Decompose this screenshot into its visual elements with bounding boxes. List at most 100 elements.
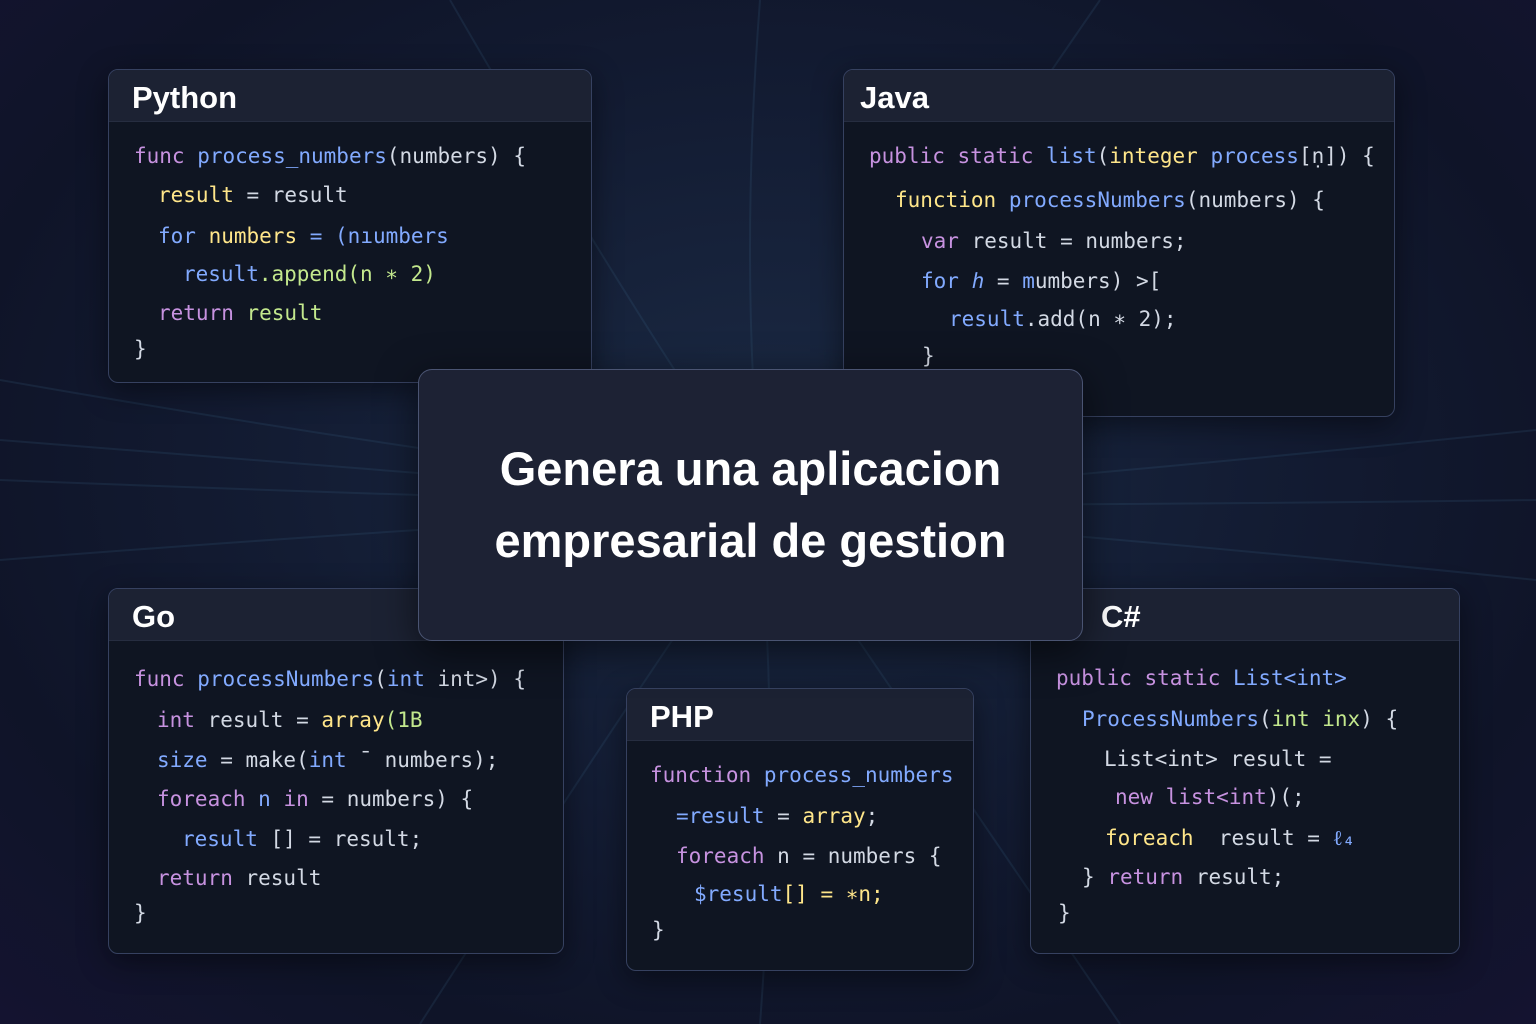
code-line: =result = array; [676, 804, 878, 828]
code-line: int result = array(1B [157, 708, 423, 732]
code-line: foreach n in = numbers) { [157, 787, 473, 811]
code-token: foreach [676, 844, 765, 868]
code-token: n = numbers { [764, 844, 942, 868]
code-line: result [] = result; [182, 827, 422, 851]
code-token: (numbers) { [1185, 188, 1325, 212]
csharp-code-card: C# public static List<int> ProcessNumber… [1030, 588, 1460, 954]
code-token: process [1210, 144, 1299, 168]
headline-line-1: Genera una aplicacion [499, 442, 1002, 495]
code-line: return result [157, 866, 321, 890]
code-token: = make( [207, 748, 309, 772]
code-token: list [1165, 785, 1217, 809]
code-token: return [158, 301, 234, 325]
php-code-card: PHP function process_numbers =result = a… [626, 688, 974, 971]
code-token: } [134, 901, 147, 925]
code-token [1033, 144, 1046, 168]
code-token: result [182, 827, 258, 851]
code-token: int [157, 708, 195, 732]
code-line: } [134, 901, 147, 925]
code-token: int [386, 667, 425, 691]
php-card-title: PHP [627, 689, 973, 741]
code-token: ℎ [971, 269, 985, 293]
code-token: (1B [384, 708, 423, 732]
code-token: result = numbers; [958, 229, 1187, 253]
code-token: m [1022, 269, 1035, 293]
headline-line-2: empresarial de gestion [494, 514, 1007, 567]
code-line: } [922, 344, 935, 368]
code-token: integer [1109, 144, 1198, 168]
code-line: public static List<int> [1056, 666, 1347, 690]
code-token: } [922, 344, 935, 368]
code-line: func process_numbers(numbers) { [134, 144, 526, 168]
code-token: <int> [1283, 666, 1347, 690]
code-token: )(; [1266, 785, 1305, 809]
code-line: } return result; [1082, 865, 1284, 889]
code-token: [] = ∗n; [782, 882, 884, 906]
code-token: int [1228, 785, 1267, 809]
code-line: result.add(n ∗ 2); [949, 307, 1177, 331]
code-token [271, 787, 284, 811]
code-token: in [283, 787, 309, 811]
code-token: } [1082, 865, 1095, 889]
headline-card: Genera una aplicacion empresarial de ges… [418, 369, 1083, 641]
code-token [1220, 666, 1233, 690]
code-token: ; [865, 804, 879, 828]
code-line: foreach n = numbers { [676, 844, 942, 868]
code-token: result = [1193, 826, 1333, 850]
code-token: array [802, 804, 866, 828]
code-token: process_numbers [763, 763, 954, 787]
code-line: return result [158, 301, 322, 325]
code-token: result; [1183, 865, 1285, 889]
code-token: int>) { [424, 667, 526, 691]
code-token [751, 763, 764, 787]
code-token: ¯ numbers); [346, 748, 499, 772]
csharp-card-title: C# [1031, 589, 1459, 641]
code-token [1153, 785, 1166, 809]
code-token: return [1107, 865, 1184, 889]
code-token [1198, 144, 1211, 168]
code-token: size [157, 748, 208, 772]
code-line: result = result [158, 183, 348, 207]
java-card-title: Java [844, 70, 1394, 122]
code-token: func [134, 667, 185, 691]
code-token [1095, 865, 1108, 889]
code-line: } [652, 918, 665, 942]
code-line: function process_numbers [650, 763, 953, 787]
code-token: $result [694, 882, 783, 906]
code-token: = numbers) { [308, 787, 474, 811]
code-line: foreach result = ℓ₄ [1105, 826, 1355, 851]
code-token: List [1233, 666, 1284, 690]
code-line: size = make(int ¯ numbers); [157, 748, 498, 772]
code-token: [ṇ]) { [1298, 144, 1375, 168]
code-token: ( [1096, 144, 1110, 168]
code-token: function [650, 763, 752, 787]
code-token [959, 269, 972, 293]
code-token: public static [869, 144, 1034, 168]
code-token: = result [233, 183, 348, 207]
code-token: result [233, 301, 323, 325]
code-token: n [258, 787, 271, 811]
code-token: process_numbers [197, 144, 387, 168]
code-token: } [134, 337, 147, 361]
code-token: .append(n ∗ 2) [258, 262, 436, 286]
code-token [1310, 707, 1323, 731]
code-line: ProcessNumbers(int inx) { [1082, 707, 1398, 731]
code-token: processNumbers [197, 667, 375, 691]
headline-text: Genera una aplicacion empresarial de ges… [495, 433, 1007, 577]
code-token: list [1046, 144, 1097, 168]
code-token [185, 144, 198, 168]
python-card-title: Python [109, 70, 591, 122]
code-token [185, 667, 198, 691]
code-line: public static list(integer process[ṇ]) … [869, 144, 1375, 168]
go-code-card: Go func processNumbers(int int>) { int r… [108, 588, 564, 954]
code-token: < [1216, 785, 1229, 809]
code-line: function processNumbers(numbers) { [895, 188, 1325, 212]
code-line: new list<int)(; [1115, 785, 1305, 809]
code-token: func [134, 144, 185, 168]
code-token: result [158, 183, 234, 207]
code-token: int [1271, 707, 1310, 731]
code-token: foreach [1105, 826, 1194, 850]
code-token: [] = result; [257, 827, 423, 851]
code-token: ProcessNumbers [1082, 707, 1260, 731]
code-token: inx [1322, 707, 1361, 731]
